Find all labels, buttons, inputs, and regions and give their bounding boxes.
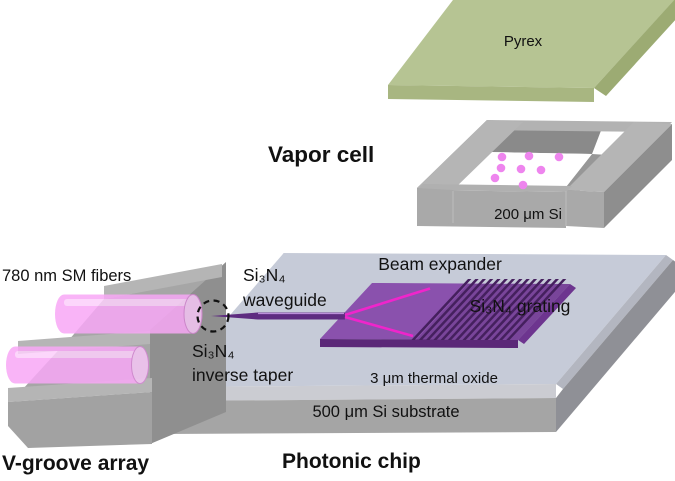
cell-right-bar-side	[604, 124, 672, 228]
taper-dashed-circle	[196, 299, 230, 333]
taper-label-line2: inverse taper	[192, 365, 293, 385]
pyrex-front-edge	[388, 85, 594, 102]
cell-floor	[458, 152, 592, 192]
cell-left-bar-top	[417, 120, 523, 190]
substrate-front-face	[165, 398, 556, 434]
beam-expander-label: Beam expander	[378, 254, 502, 274]
vapor-cell-label: Vapor cell	[268, 142, 374, 167]
grating-stripe	[477, 279, 538, 340]
waveguide-group	[196, 287, 431, 338]
pyrex-label: Pyrex	[504, 33, 543, 50]
vapor-atom-dot	[554, 152, 564, 162]
inverse-taper-and-waveguide	[211, 312, 345, 320]
vapor-atom-dot	[497, 152, 507, 162]
fibers-label: 780 nm SM fibers	[2, 267, 131, 285]
photonic-chip-label: Photonic chip	[282, 450, 421, 473]
cell-right-bar-top	[566, 122, 672, 192]
cell-front-bar-front	[417, 190, 566, 228]
cell-left-bar-front	[417, 188, 453, 224]
vapor-atom-dot	[490, 173, 500, 183]
vapor-atom-dots	[490, 151, 564, 190]
grating-stripe	[469, 279, 530, 340]
pyrex-right-edge	[594, 0, 675, 96]
substrate-label: 500 μm Si substrate	[312, 403, 459, 421]
grating-stripe	[433, 279, 494, 340]
fiber1-end-face	[183, 294, 203, 334]
beam-ray-upper	[344, 287, 431, 317]
waveguide-label-line1: Si₃N₄	[243, 265, 285, 285]
grating-stripe	[506, 279, 567, 340]
fiber-2	[6, 346, 149, 384]
taper-label-line1: Si₃N₄	[192, 341, 234, 361]
waveguide-label-line2: waveguide	[242, 290, 327, 310]
beam-expander-slab	[320, 279, 576, 348]
slab-right-edge	[518, 284, 576, 344]
grating-stripe	[484, 279, 545, 340]
vgroove-base-top	[8, 378, 152, 402]
vapor-atom-dot	[536, 165, 546, 175]
grating-label: Si₃N₄ grating	[470, 296, 571, 316]
grating-stripe	[411, 279, 472, 340]
vgroove-right-end-face	[150, 262, 226, 444]
fiber1-highlight	[64, 299, 193, 306]
fiber2-highlight	[15, 351, 140, 358]
slab-front-edge	[320, 339, 518, 348]
vapor-atom-dot	[496, 163, 506, 173]
vapor-atom-dot	[518, 180, 528, 190]
cell-thickness-label: 200 μm Si	[494, 206, 562, 223]
grating-stripe	[491, 279, 552, 340]
grating-stripe	[498, 279, 559, 340]
cell-back-bar-top	[478, 120, 672, 132]
cell-front-bar-top	[417, 184, 572, 192]
oxide-right-face	[556, 255, 673, 389]
vgroove-step1-top	[104, 264, 222, 299]
vapor-atom-dot	[524, 151, 534, 161]
v-groove-array	[6, 262, 226, 448]
vapor-cell: 200 μm Si	[417, 120, 672, 228]
cell-right-bar-front	[566, 190, 604, 228]
grating-stripe	[440, 279, 501, 340]
thermal-oxide-label: 3 μm thermal oxide	[370, 370, 498, 387]
grating-stripe	[447, 279, 508, 340]
beam-ray-lower	[344, 315, 414, 338]
grating-stripe	[425, 279, 486, 340]
pyrex-plate: Pyrex	[388, 0, 675, 102]
vapor-atom-dot	[516, 164, 526, 174]
cell-inner-back-wall	[486, 126, 602, 154]
pyrex-top-face	[388, 0, 675, 88]
fiber-1	[55, 294, 203, 334]
grating-stripes	[411, 279, 567, 340]
grating-stripe	[462, 279, 523, 340]
vgroove-base-front	[8, 392, 152, 448]
grating-stripe	[455, 279, 516, 340]
oxide-front-face	[165, 384, 556, 401]
grating-stripe	[418, 279, 479, 340]
vgroove-array-label: V-groove array	[2, 452, 149, 475]
substrate-right-face	[556, 260, 675, 432]
fiber2-end-face	[131, 346, 149, 384]
